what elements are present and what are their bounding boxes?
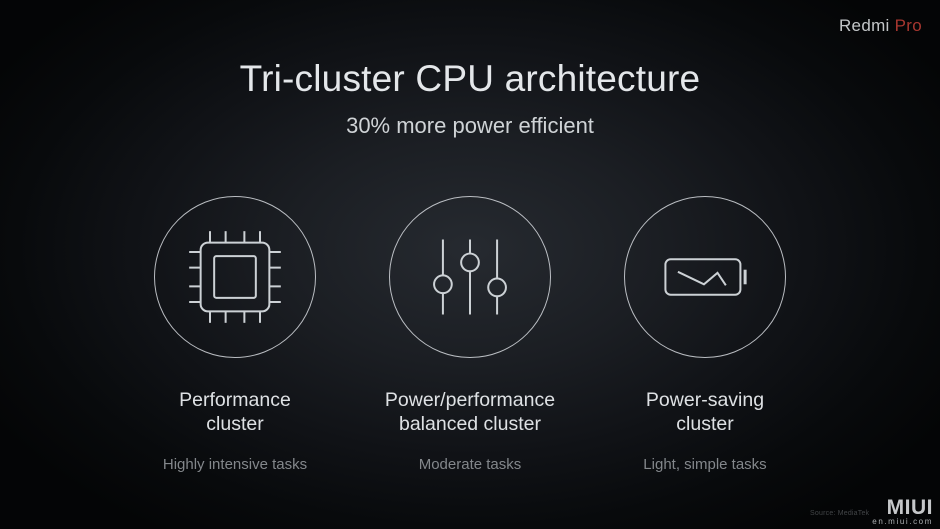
cluster-title-line: Power-saving [645,389,765,411]
cluster-circle [154,196,316,358]
cluster-title: Power/performance balanced cluster [353,389,588,436]
cluster-power-saving: Power-saving cluster Light, simple tasks [588,196,823,473]
cluster-performance: Performance cluster Highly intensive tas… [118,196,353,473]
cluster-title-line: Power/performance [384,389,556,411]
miui-logo: MIUI [886,496,933,519]
cpu-chip-icon [185,227,285,327]
brand-logo: Redmi Pro [839,16,922,36]
brand-redmi: Redmi [838,16,890,35]
watermark: Source: MediaTek MIUI en.miui.com [810,496,933,526]
cluster-tasks: Highly intensive tasks [162,456,308,473]
cluster-title-line: Performance [179,389,291,411]
watermark-source: Source: MediaTek [810,510,870,517]
cluster-tasks: Moderate tasks [418,456,522,473]
page-subtitle: 30% more power efficient [346,113,594,138]
battery-icon [655,227,755,327]
cluster-tasks: Light, simple tasks [643,456,767,473]
clusters-row: Performance cluster Highly intensive tas… [0,196,940,473]
page-title: Tri-cluster CPU architecture [239,58,701,99]
cluster-circle [389,196,551,358]
miui-logo-block: MIUI en.miui.com [872,496,933,526]
cluster-balanced: Power/performance balanced cluster Moder… [353,196,588,473]
brand-pro: Pro [894,16,922,35]
cluster-title-line: cluster [676,412,734,435]
cluster-circle [624,196,786,358]
watermark-url: en.miui.com [872,517,933,526]
cluster-title-line: balanced cluster [398,412,541,435]
sliders-icon [420,227,520,327]
cluster-title-line: cluster [206,412,264,435]
cluster-title: Performance cluster [118,389,353,436]
cluster-title: Power-saving cluster [588,389,823,436]
